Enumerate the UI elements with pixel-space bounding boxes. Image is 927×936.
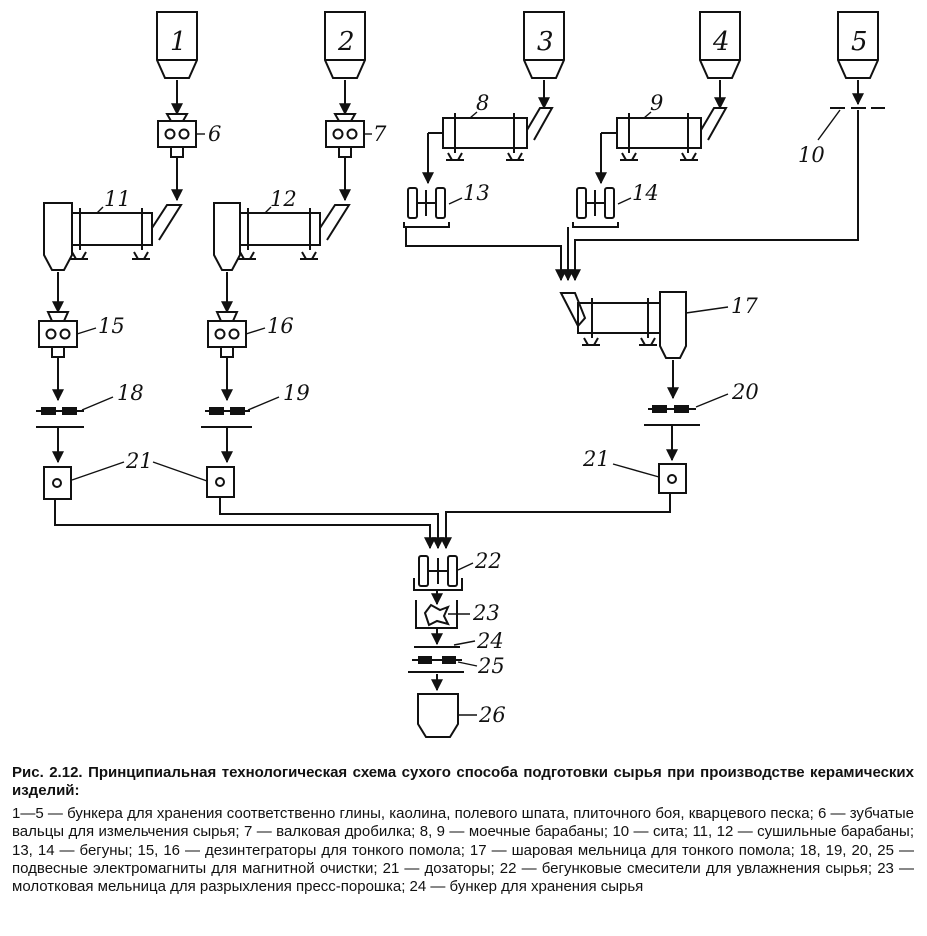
- label-21-right: 21: [582, 447, 610, 471]
- screen-10: 10: [798, 107, 885, 167]
- label-25: 25: [477, 654, 505, 678]
- electromagnet-18: 18: [36, 381, 144, 428]
- press-powder-hopper-26: 26: [417, 693, 506, 738]
- label-10: 10: [798, 143, 825, 167]
- disintegrator-16: 16: [207, 311, 294, 358]
- doser-21-left: [43, 466, 72, 500]
- label-20: 20: [731, 380, 759, 404]
- roll-crusher-7: 7: [325, 113, 387, 158]
- label-9: 9: [650, 91, 663, 115]
- hopper-3-label: 3: [537, 27, 554, 57]
- label-17: 17: [731, 294, 758, 318]
- label-11: 11: [104, 187, 131, 211]
- electromagnet-20: 20: [644, 380, 759, 426]
- label-6: 6: [208, 122, 221, 146]
- hopper-2-label: 2: [337, 27, 355, 57]
- label-12: 12: [270, 187, 297, 211]
- hopper-3: 3: [523, 11, 565, 79]
- washing-drum-9: 9: [616, 91, 728, 161]
- drying-drum-12: 12: [213, 187, 351, 271]
- storage-bin-24: 24: [414, 629, 504, 653]
- washing-drum-8: 8: [442, 91, 554, 161]
- electromagnet-25: 25: [408, 654, 505, 678]
- label-18: 18: [117, 381, 144, 405]
- label-16: 16: [267, 314, 294, 338]
- ball-mill-17: 17: [559, 291, 758, 359]
- edge-runner-13: 13: [403, 181, 490, 228]
- label-14: 14: [632, 181, 659, 205]
- caption-body: 1—5 — бункера для хранения соответственн…: [12, 804, 914, 896]
- flow-line: [569, 110, 859, 282]
- drying-drum-11: 11: [43, 187, 183, 271]
- label-22: 22: [474, 549, 502, 573]
- hopper-2: 2: [324, 11, 366, 79]
- hopper-4: 4: [699, 11, 741, 79]
- toothed-rolls-6: 6: [157, 113, 221, 158]
- hopper-5-label: 5: [851, 27, 868, 57]
- hopper-5: 5: [837, 11, 879, 79]
- flow-line: [405, 227, 567, 282]
- hopper-1-label: 1: [170, 27, 187, 57]
- label-23: 23: [472, 601, 500, 625]
- hopper-1: 1: [156, 11, 198, 79]
- label-13: 13: [463, 181, 490, 205]
- caption-title: Рис. 2.12. Принципиальная технологическа…: [12, 764, 914, 800]
- label-15: 15: [98, 314, 125, 338]
- hammer-mill-23: 23: [415, 600, 500, 629]
- label-24: 24: [476, 629, 504, 653]
- doser-21-right: [658, 463, 687, 494]
- disintegrator-15: 15: [38, 311, 125, 358]
- doser-21-middle: [206, 466, 235, 498]
- label-21-left: 21: [125, 449, 153, 473]
- flow-line: [440, 494, 671, 550]
- edge-mixer-22: 22: [413, 549, 502, 591]
- label-8: 8: [476, 91, 489, 115]
- flow-line: [219, 497, 444, 550]
- process-flow-diagram: 1 2 3 4 5 6 7: [36, 11, 885, 738]
- edge-runner-14: 14: [572, 181, 659, 228]
- figure-caption: Рис. 2.12. Принципиальная технологическа…: [12, 764, 914, 897]
- hopper-4-label: 4: [712, 27, 730, 57]
- electromagnet-19: 19: [201, 381, 310, 428]
- label-19: 19: [283, 381, 310, 405]
- label-7: 7: [373, 122, 387, 146]
- label-26: 26: [478, 703, 506, 727]
- flow-line: [54, 500, 436, 550]
